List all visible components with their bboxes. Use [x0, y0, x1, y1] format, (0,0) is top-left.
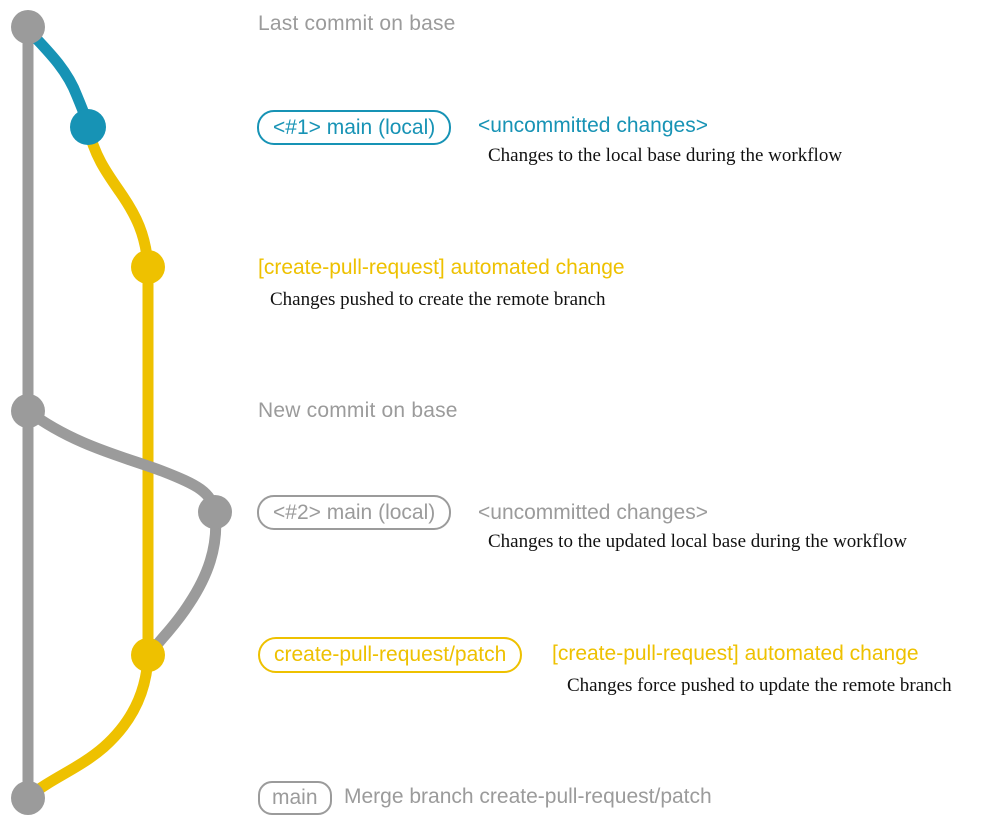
commit-dot-new-base	[11, 394, 45, 428]
badge-main-local-1: <#1> main (local)	[257, 110, 452, 145]
label-uncommitted-changes-2: <uncommitted changes>	[478, 501, 708, 524]
badge-patch-branch: create-pull-request/patch	[258, 637, 523, 673]
heading-new-commit: New commit on base	[258, 399, 458, 422]
label-automated-change-1: [create-pull-request] automated change	[258, 256, 625, 279]
rebase-curve-in	[145, 506, 222, 659]
commit-dot-local-main-1	[70, 109, 106, 145]
desc-force-pushed: Changes force pushed to update the remot…	[567, 675, 952, 696]
badge-main-local-2: <#2> main (local)	[257, 495, 452, 530]
desc-local-base: Changes to the local base during the wor…	[488, 145, 843, 166]
badge-main: main	[258, 781, 332, 815]
patch-branch-curve-top	[82, 121, 154, 273]
label-uncommitted-changes-1: <uncommitted changes>	[478, 114, 708, 137]
desc-updated-local-base: Changes to the updated local base during…	[488, 531, 907, 552]
desc-pushed-create: Changes pushed to create the remote bran…	[270, 289, 606, 310]
commit-dot-merge	[11, 781, 45, 815]
commit-dot-local-main-2	[198, 495, 232, 529]
heading-last-commit: Last commit on base	[258, 12, 456, 35]
rebase-curve-out	[22, 405, 221, 518]
commit-dot-automated-change-2	[131, 638, 165, 672]
commit-dot-automated-change-1	[131, 250, 165, 284]
label-automated-change-2: [create-pull-request] automated change	[552, 642, 919, 665]
commit-dot-last-base	[11, 10, 45, 44]
label-merge-branch: Merge branch create-pull-request/patch	[344, 785, 712, 808]
merge-curve	[24, 649, 154, 802]
